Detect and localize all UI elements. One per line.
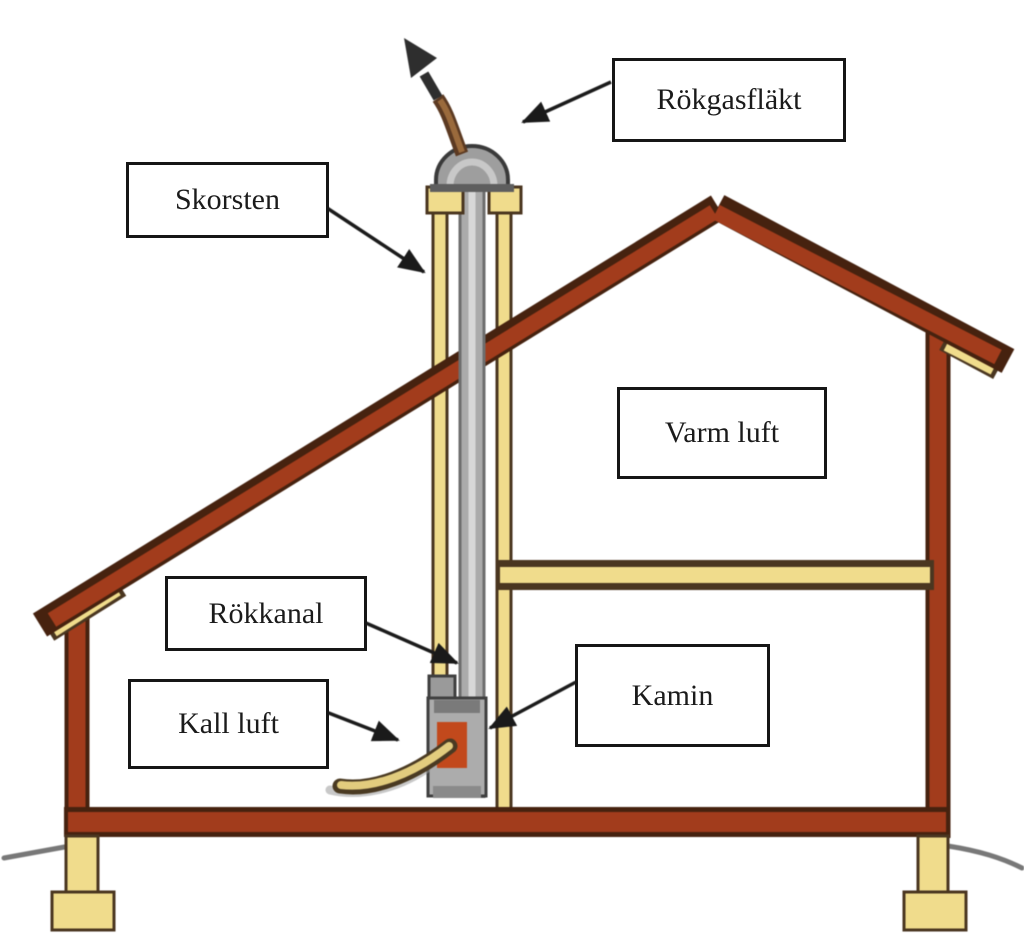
foundation-pier-left [50,834,116,932]
arrow-skorsten [326,206,426,274]
label-skorsten-text: Skorsten [175,183,280,216]
label-kall-luft: Kall luft [128,679,329,769]
flue-gas-fan [430,144,514,192]
arrow-kamin [488,680,577,730]
ground-line-right [945,843,1024,871]
roof [32,195,1015,637]
cold-air-duct [325,738,458,797]
label-skorsten: Skorsten [126,162,329,238]
eave-soffit-right [939,335,1001,380]
label-rokgasflakt: Rökgasfläkt [612,58,846,142]
label-varm-luft: Varm luft [617,387,827,479]
arrow-rokkanal [358,618,459,665]
ground-line-left [1,843,73,861]
label-rokkanal-text: Rökkanal [208,596,324,630]
arrow-kall-luft [320,708,400,742]
label-kall-luft-text: Kall luft [178,707,279,740]
label-varm-luft-text: Varm luft [664,416,780,449]
label-kamin-text: Kamin [631,678,714,712]
label-kamin: Kamin [575,644,770,747]
arrow-rokgasflakt [521,80,612,124]
label-rokgasflakt-text: Rökgasfläkt [656,83,802,116]
label-rokkanal: Rökkanal [165,576,367,651]
foundation-pier-right [902,834,968,932]
smoke-outlet-arrow [404,38,469,157]
